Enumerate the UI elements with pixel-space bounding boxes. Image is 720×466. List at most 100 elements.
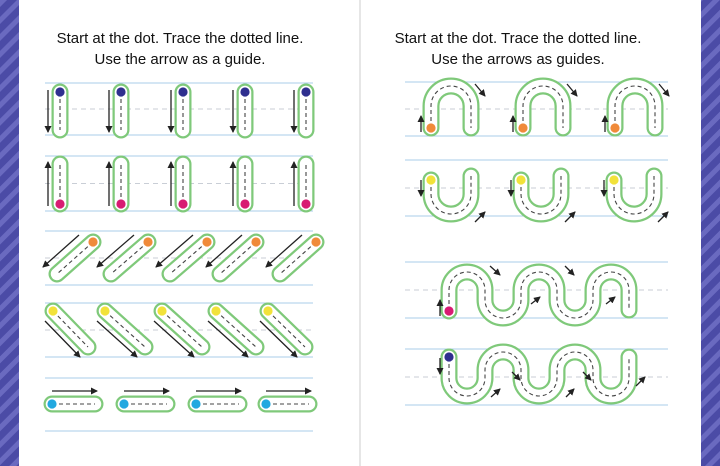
right-instruction-line-2: Use the arrows as guides. — [431, 51, 605, 68]
dashed-path — [104, 310, 146, 348]
guide-arrow — [155, 234, 194, 268]
dashed-path — [430, 85, 472, 128]
guide-arrow — [635, 376, 646, 387]
cup-track — [422, 167, 480, 223]
start-dot — [55, 199, 65, 209]
vertical-up-track — [174, 155, 192, 213]
guide-arrow — [207, 320, 249, 358]
guide-arrow — [96, 234, 135, 268]
start-dot — [251, 237, 261, 247]
diagonal-down-left-track — [271, 233, 325, 283]
guide-arrow — [657, 211, 669, 223]
start-dot — [444, 306, 454, 316]
vertical-down-track — [51, 83, 69, 139]
diagonal-down-right-track — [259, 302, 314, 356]
vertical-up-track — [112, 155, 130, 213]
horizontal-right-track — [187, 395, 248, 413]
vertical-up-track — [51, 155, 69, 213]
guide-arrow — [153, 320, 195, 358]
guide-arrow — [658, 83, 670, 97]
guide-arrow — [564, 211, 576, 223]
vertical-up-track — [236, 155, 254, 213]
dashed-path — [520, 176, 562, 215]
cup-track — [512, 167, 570, 223]
page-gutter — [359, 0, 361, 466]
dashed-path — [614, 85, 656, 128]
diagonal-down-right-track — [153, 302, 211, 356]
start-dot — [55, 87, 65, 97]
start-dot — [240, 199, 250, 209]
dashed-path — [215, 310, 257, 348]
start-dot — [426, 175, 436, 185]
guide-arrow — [605, 296, 616, 305]
left-tracing-exercises — [42, 83, 325, 413]
diagonal-down-right-track — [44, 302, 97, 356]
guide-arrow — [259, 320, 298, 358]
start-dot — [178, 199, 188, 209]
right-instruction-line-1: Start at the dot. Trace the dotted line. — [394, 30, 642, 47]
start-dot — [609, 175, 619, 185]
horizontal-right-track — [115, 395, 176, 413]
arch-track — [422, 77, 480, 137]
wave-cups-track — [440, 343, 638, 405]
cup-track — [605, 167, 663, 223]
dashed-path — [522, 85, 564, 128]
start-dot — [116, 87, 126, 97]
dashed-path — [52, 310, 89, 348]
dashed-path — [430, 176, 472, 215]
vertical-up-track — [297, 155, 315, 213]
guide-arrow — [490, 388, 501, 398]
start-dot — [518, 123, 528, 133]
diagonal-down-right-track — [207, 302, 265, 356]
start-dot — [426, 123, 436, 133]
diagonal-down-left-track — [161, 233, 216, 283]
start-dot — [191, 399, 201, 409]
start-dot — [444, 352, 454, 362]
guide-arrow — [511, 371, 521, 381]
start-dot — [100, 306, 110, 316]
guide-arrow — [96, 320, 138, 358]
start-dot — [178, 87, 188, 97]
start-dot — [301, 199, 311, 209]
guide-arrow — [474, 211, 486, 223]
guide-arrow — [474, 83, 486, 97]
start-dot — [143, 237, 153, 247]
diagonal-down-left-track — [102, 233, 157, 283]
start-dot — [202, 237, 212, 247]
arch-track — [606, 77, 664, 137]
start-dot — [47, 399, 57, 409]
guide-arrow — [489, 265, 501, 276]
guide-arrow — [530, 296, 541, 305]
dashed-path — [169, 241, 208, 275]
arch-track — [514, 77, 572, 137]
guide-arrow — [566, 83, 578, 97]
start-dot — [211, 306, 221, 316]
guide-arrow — [44, 320, 81, 358]
left-border-stripes — [0, 0, 19, 466]
horizontal-right-track — [43, 395, 104, 413]
start-dot — [116, 199, 126, 209]
guide-arrow — [265, 234, 303, 268]
left-instruction-line-1: Start at the dot. Trace the dotted line. — [56, 30, 304, 47]
right-instructions: Start at the dot. Trace the dotted line.… — [368, 28, 668, 70]
guide-arrow — [565, 388, 575, 398]
start-dot — [88, 237, 98, 247]
diagonal-down-left-track — [211, 233, 265, 283]
dashed-path — [448, 271, 630, 319]
horizontal-right-track — [257, 395, 318, 413]
start-dot — [119, 399, 129, 409]
dashed-path — [267, 310, 306, 348]
diagonal-down-left-track — [48, 233, 102, 283]
start-dot — [311, 237, 321, 247]
right-tracing-exercises — [417, 77, 670, 405]
vertical-down-track — [174, 83, 192, 139]
dashed-path — [219, 241, 257, 275]
dashed-path — [110, 241, 149, 275]
left-instruction-line-2: Use the arrow as a guide. — [94, 51, 266, 68]
start-dot — [240, 87, 250, 97]
start-dot — [301, 87, 311, 97]
guide-arrow — [564, 265, 575, 276]
guide-arrow — [205, 234, 243, 268]
